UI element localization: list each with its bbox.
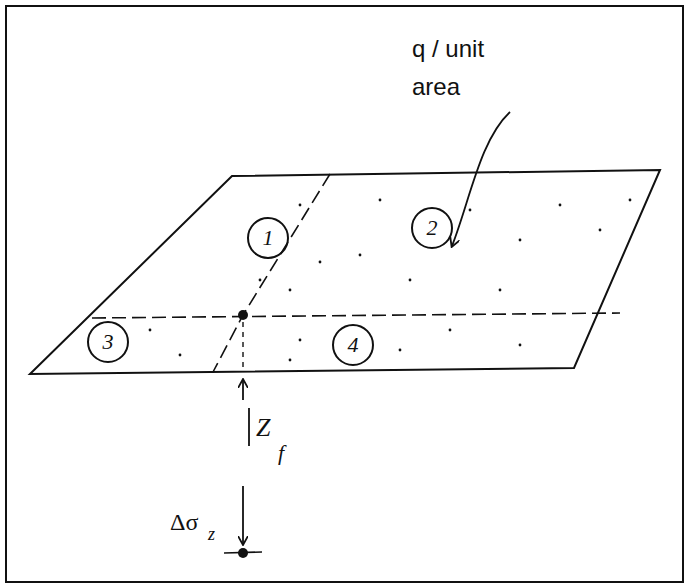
stipple — [149, 199, 632, 362]
diagram-label: q / unit area — [412, 30, 532, 107]
callout-number: 2 — [427, 217, 438, 239]
loaded-area — [30, 170, 660, 374]
point-mark — [224, 552, 262, 553]
dimension-line — [248, 408, 250, 446]
callout-circle: 2 — [411, 207, 453, 249]
diagram-label: Δσ — [170, 508, 198, 537]
diagram-label: f — [278, 440, 284, 466]
diagram-label: z — [208, 524, 215, 546]
corner-point — [238, 310, 248, 320]
callout-number: 1 — [263, 227, 274, 249]
callout-circle: 4 — [332, 324, 374, 366]
divider-line — [213, 174, 330, 372]
callout-circle: 3 — [87, 321, 129, 363]
diagram-label: Z — [256, 412, 270, 443]
dimension-arrow — [242, 486, 244, 544]
callout-number: 4 — [348, 334, 359, 356]
callout-circle: 1 — [247, 217, 289, 259]
leader-line — [452, 112, 510, 246]
divider-line — [92, 313, 620, 318]
callout-number: 3 — [103, 331, 114, 353]
dimension-arrow — [242, 380, 244, 400]
frame — [6, 6, 683, 582]
depth-line — [242, 322, 243, 372]
